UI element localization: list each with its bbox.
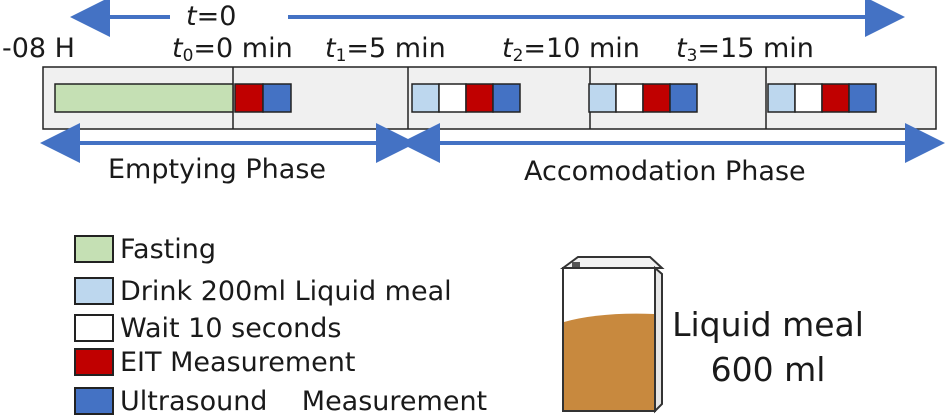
meal-label: Liquid meal (672, 305, 864, 344)
time-mark-t1: t1=5 min (325, 33, 446, 66)
start-label: -08 H (2, 33, 75, 64)
ultrasound-block (262, 83, 292, 113)
ultrasound-block (669, 83, 698, 113)
legend-swatch (74, 314, 114, 342)
legend-label: Fasting (120, 233, 217, 265)
emptying-phase-label: Emptying Phase (108, 154, 327, 185)
fasting-block (54, 83, 234, 113)
legend-item-ultrasound: Ultrasound Measurement (74, 385, 488, 417)
drink-block (588, 83, 617, 113)
legend-item-eit: EIT Measurement (74, 346, 356, 378)
legend-label: Ultrasound Measurement (120, 385, 488, 417)
legend-swatch (74, 387, 114, 415)
legend-item-wait: Wait 10 seconds (74, 312, 342, 344)
time-mark-t0: t0=0 min (172, 33, 293, 66)
eit-block (234, 83, 264, 113)
legend-item-fasting: Fasting (74, 233, 217, 265)
meal-volume: 600 ml (710, 350, 826, 389)
wait-block (794, 83, 823, 113)
eit-block (821, 83, 850, 113)
drink-block (767, 83, 796, 113)
wait-block (615, 83, 644, 113)
legend-item-drink: Drink 200ml Liquid meal (74, 275, 452, 307)
accommodation-phase-label: Accomodation Phase (524, 156, 806, 187)
liquid-meal-carton-icon (559, 256, 665, 414)
legend-label: Drink 200ml Liquid meal (120, 275, 452, 307)
time-zero-label: t=0 (186, 3, 236, 30)
time-zero-value: =0 (196, 1, 237, 32)
legend-swatch (74, 235, 114, 263)
legend-label: EIT Measurement (120, 346, 356, 378)
legend-label: Wait 10 seconds (120, 312, 342, 344)
time-symbol: t (186, 1, 197, 32)
drink-block (411, 83, 440, 113)
eit-block (465, 83, 494, 113)
time-mark-t3: t3=15 min (676, 33, 814, 66)
legend-swatch (74, 348, 114, 376)
legend-swatch (74, 277, 114, 305)
ultrasound-block (492, 83, 521, 113)
eit-block (642, 83, 671, 113)
wait-block (438, 83, 467, 113)
time-mark-t2: t2=10 min (502, 33, 640, 66)
ultrasound-block (848, 83, 877, 113)
